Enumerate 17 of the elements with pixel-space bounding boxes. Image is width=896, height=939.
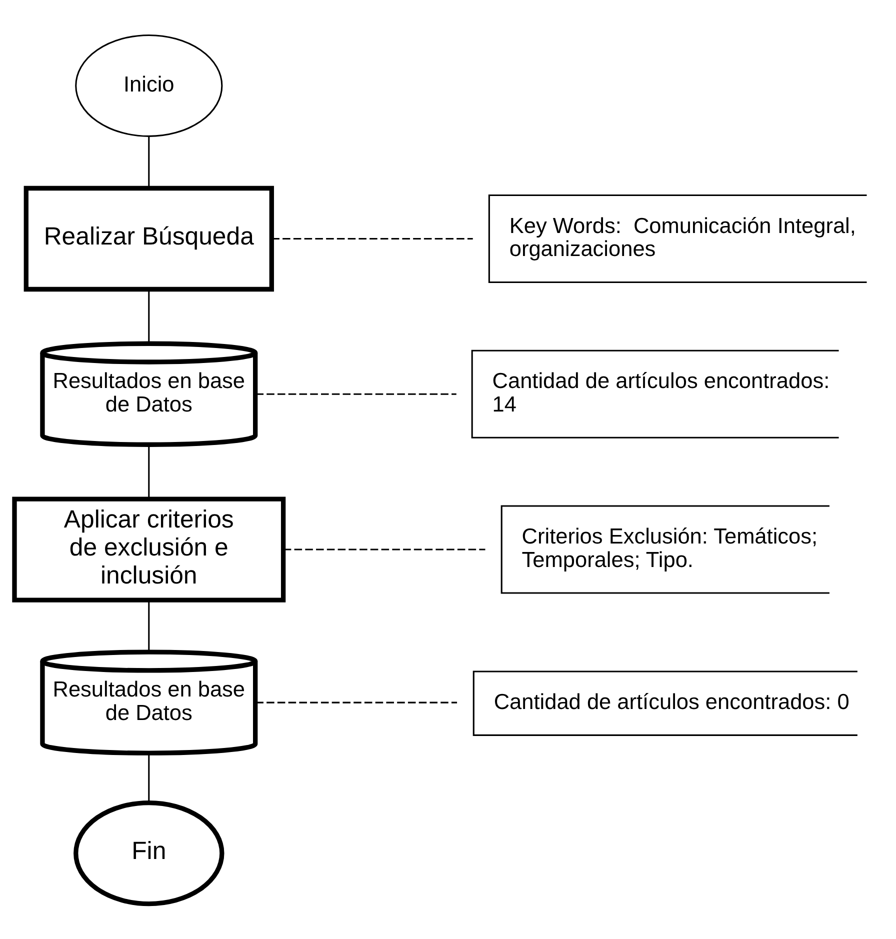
connector (148, 753, 150, 802)
connector (148, 444, 150, 499)
node-box: Aplicar criterios de exclusión e inclusión (12, 496, 286, 602)
node-ellipse: Inicio (75, 34, 223, 137)
node-ellipse: Fin (74, 800, 224, 906)
connector (148, 136, 150, 188)
node-text: Criterios Exclusión: Temáticos; Temporales; Tipo. (522, 524, 818, 572)
connector (272, 238, 473, 240)
connector (256, 393, 456, 395)
node-box: Realizar Búsqueda (24, 186, 274, 292)
node-text: Cantidad de artículos encontrados: 14 (492, 368, 830, 417)
node-text: Cantidad de artículos encontrados: 0 (494, 689, 850, 714)
connector (148, 289, 150, 344)
connector (256, 702, 458, 704)
node-text: Key Words: Comunicación Integral, organizaciones (509, 212, 856, 262)
connector (148, 600, 150, 652)
connector (283, 548, 486, 550)
